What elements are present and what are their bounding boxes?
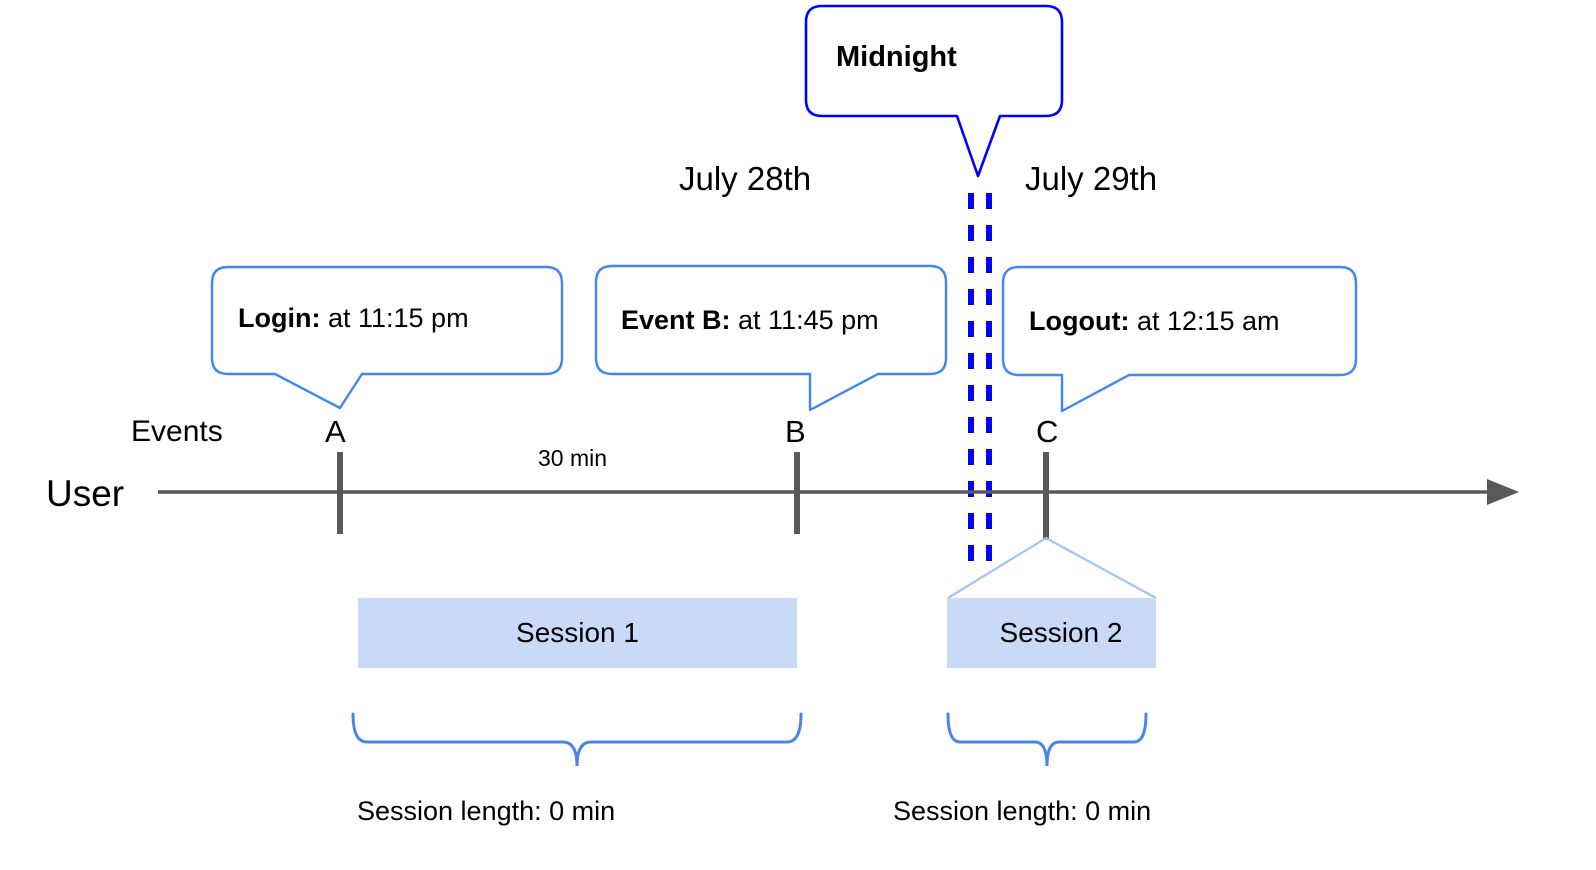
interval-label-30-min: 30 min: [538, 445, 608, 471]
logout-callout-detail: at 12:15 am: [1129, 306, 1280, 336]
login-callout-bubble: [210, 265, 564, 410]
marker-label-c: C: [1036, 414, 1059, 449]
session-2-brace: [946, 712, 1148, 767]
logout-callout-label: Logout: at 12:15 am: [1029, 306, 1280, 337]
session-1-label: Session 1: [516, 617, 639, 648]
event-b-callout-label: Event B: at 11:45 pm: [621, 305, 879, 336]
marker-label-b: B: [785, 414, 806, 449]
date-label-july-28: July 28th: [679, 160, 812, 197]
login-callout-prefix: Login:: [238, 303, 321, 333]
date-label-july-29: July 29th: [1025, 160, 1158, 197]
session-2-tent-connector: [947, 536, 1157, 599]
session-1-brace: [351, 712, 803, 767]
midnight-callout-label: Midnight: [836, 41, 957, 73]
session-2-label: Session 2: [999, 617, 1123, 648]
event-b-callout-detail: at 11:45 pm: [730, 305, 879, 335]
login-callout-detail: at 11:15 pm: [320, 303, 469, 333]
logout-callout-prefix: Logout:: [1029, 306, 1130, 336]
marker-label-a: A: [325, 414, 346, 449]
logout-callout-bubble: [1001, 265, 1358, 413]
session-2-bar: [947, 598, 1156, 668]
session-1-bar: [358, 598, 797, 668]
axis-row-label-user: User: [46, 473, 125, 514]
event-b-callout-bubble: [594, 264, 948, 412]
arrow-right-icon: [1487, 479, 1519, 505]
session-1-length-label: Session length: 0 min: [357, 796, 616, 826]
event-b-callout-prefix: Event B:: [621, 305, 731, 335]
axis-events-label: Events: [131, 415, 223, 448]
login-callout-label: Login: at 11:15 pm: [238, 303, 469, 334]
midnight-callout-bubble: [804, 4, 1064, 178]
session-2-length-label: Session length: 0 min: [893, 796, 1152, 826]
